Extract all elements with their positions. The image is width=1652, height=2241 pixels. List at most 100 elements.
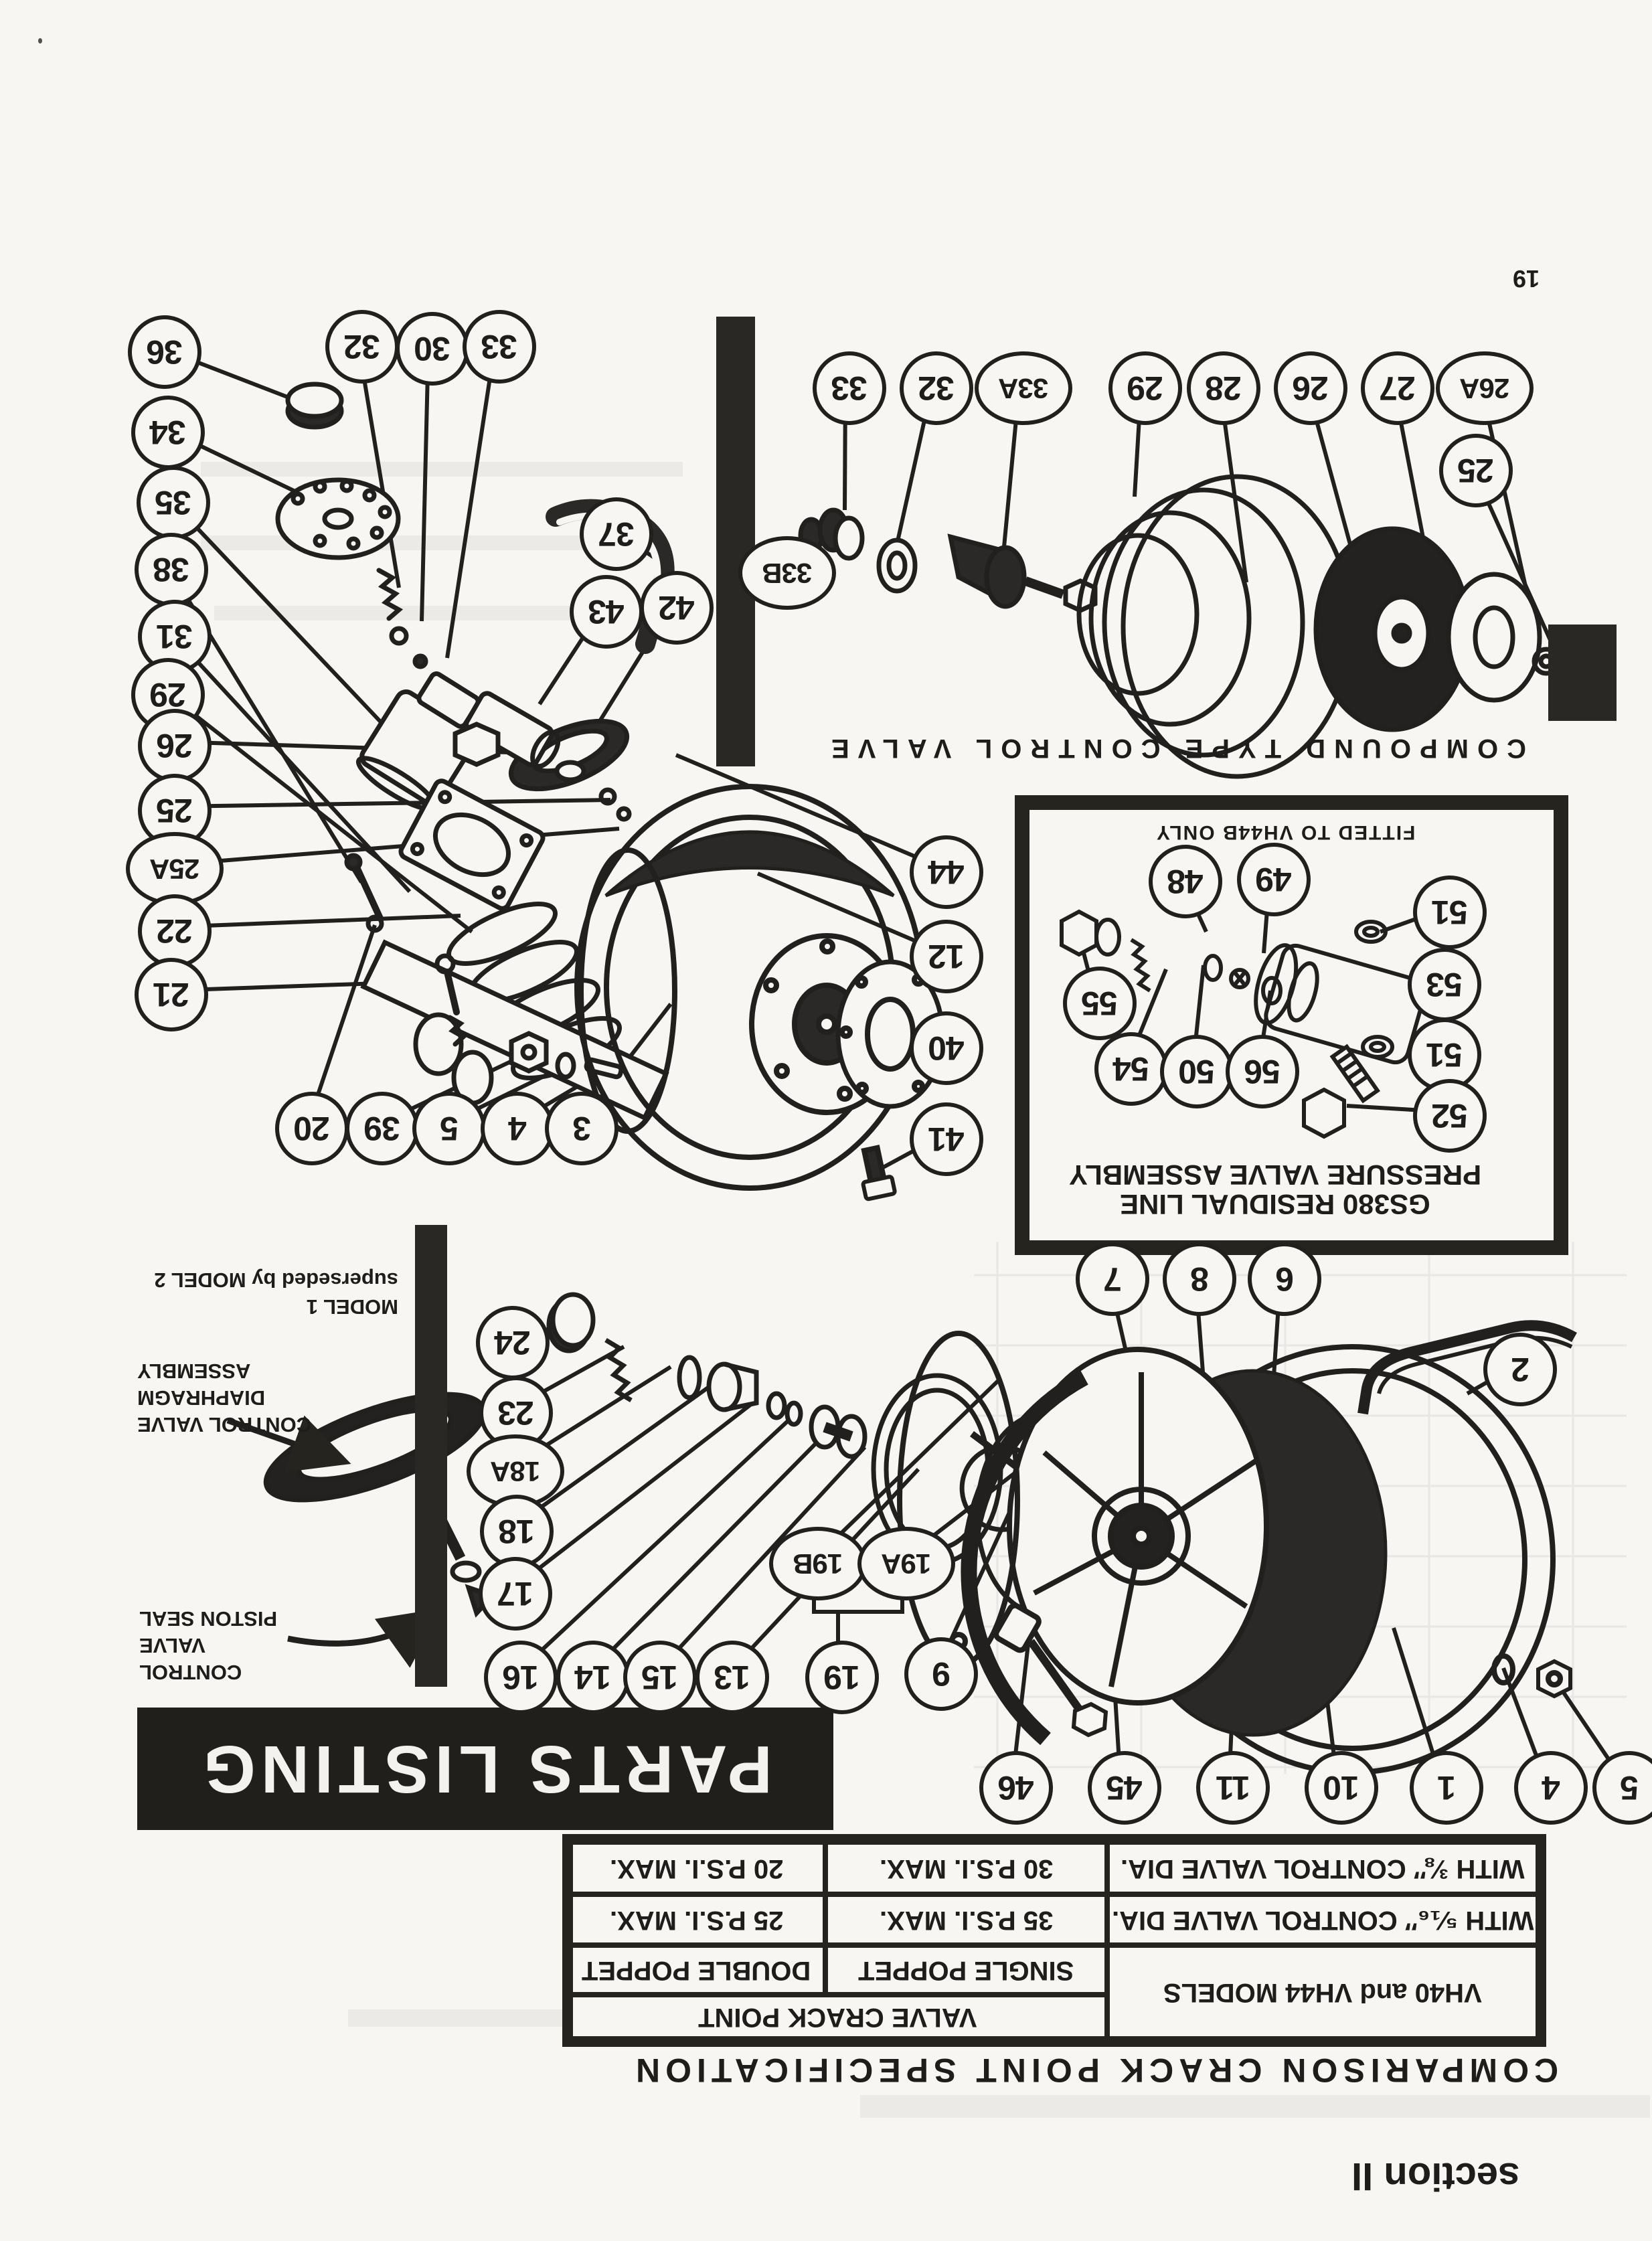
cell-crack-point-header: VALVE CRACK POINT	[568, 1995, 1107, 2039]
parts-listing-banner: PARTS LISTING	[137, 1708, 833, 1830]
callout-servo_assembly-6: 6	[1248, 1242, 1321, 1316]
callout-residual_valve-53: 53	[1408, 948, 1481, 1021]
callout-compound_valve-33B: 33B	[738, 536, 836, 610]
cell-models-header: VH40 and VH44 MODELS	[1107, 1945, 1538, 2039]
callout-control_valve_assembly-33: 33	[463, 310, 536, 384]
scan-speck	[38, 38, 42, 44]
scan-bar-vertical-top	[716, 317, 755, 766]
drawing-compound-valve	[798, 474, 1604, 779]
callout-model1_parts-19: 19	[805, 1641, 879, 1714]
callout-servo_assembly-8: 8	[1163, 1242, 1236, 1316]
cell-single-516: 35 P.S.I. MAX.	[825, 1894, 1107, 1945]
callout-model1_parts-9: 9	[904, 1637, 978, 1711]
callout-residual_valve-48: 48	[1149, 845, 1222, 918]
callout-residual_valve-54: 54	[1094, 1032, 1168, 1106]
compound-valve-title: COMPOUND TYPE CONTROL VALVE	[823, 733, 1527, 763]
gs380-fitted-note: FITTED TO VH44B ONLY	[1155, 821, 1416, 843]
table-border-bottom	[562, 2036, 1546, 2047]
callout-control_valve_assembly-32: 32	[325, 310, 399, 384]
page-number: 19	[1512, 265, 1540, 293]
cell-single-38: 30 P.S.I. MAX.	[825, 1842, 1107, 1894]
callout-servo_assembly-5: 5	[1592, 1751, 1652, 1825]
table-border-left	[562, 1834, 573, 2047]
callout-servo_drum-44: 44	[910, 835, 983, 909]
callout-compound_valve-32: 32	[900, 351, 973, 425]
callout-model1_parts-16: 16	[484, 1641, 558, 1714]
callout-model1_parts-17: 17	[479, 1557, 552, 1631]
section-label: section II	[1351, 2154, 1520, 2198]
callout-control_valve_assembly-35: 35	[137, 466, 210, 540]
callout-control_valve_assembly-4: 4	[481, 1092, 554, 1165]
callout-compound_valve-25: 25	[1439, 434, 1513, 507]
callout-compound_valve-26A: 26A	[1436, 351, 1534, 425]
table-border-top	[562, 1834, 1546, 1845]
callout-residual_valve-52: 52	[1413, 1079, 1487, 1153]
callout-servo_assembly-46: 46	[979, 1751, 1053, 1825]
cell-double-516: 25 P.S.I. MAX.	[568, 1894, 825, 1945]
cell-double-38: 20 P.S.I. MAX.	[568, 1842, 825, 1894]
callout-servo_drum-41: 41	[910, 1102, 983, 1176]
callout-control_valve_assembly-30: 30	[396, 312, 469, 386]
cell-single-poppet: SINGLE POPPET	[825, 1945, 1107, 1995]
callout-control_valve_assembly-38: 38	[135, 533, 208, 606]
callout-servo_assembly-7: 7	[1076, 1242, 1149, 1316]
callout-control_valve_assembly-5: 5	[412, 1092, 486, 1165]
callout-model1_parts-19B: 19B	[769, 1527, 867, 1600]
cell-label-38: WITH ⅜″ CONTROL VALVE DIA.	[1107, 1842, 1538, 1894]
callout-compound_valve-33A: 33A	[975, 351, 1072, 425]
callout-servo_assembly-1: 1	[1410, 1751, 1483, 1825]
callout-model1_parts-23: 23	[479, 1376, 553, 1450]
callout-compound_valve-29: 29	[1108, 351, 1182, 425]
model-superseded-note: MODEL 1 superseded by MODEL 2	[154, 1268, 398, 1319]
callout-servo_assembly-45: 45	[1088, 1751, 1161, 1825]
drawing-servo-drum	[574, 784, 945, 1201]
drawing-residual-valve	[1060, 909, 1427, 1139]
callout-servo_drum-40: 40	[910, 1011, 983, 1085]
callout-19-bracket	[812, 1592, 904, 1641]
callout-model1_parts-13: 13	[695, 1641, 769, 1714]
callout-control_valve_assembly-39: 39	[345, 1092, 419, 1165]
callout-servo_assembly-10: 10	[1305, 1751, 1378, 1825]
callout-compound_valve-26: 26	[1274, 351, 1347, 425]
callout-compound_valve-28: 28	[1187, 351, 1260, 425]
comparison-table-title: COMPARISON CRACK POINT SPECIFICATION	[630, 2052, 1559, 2089]
callout-residual_valve-50: 50	[1160, 1035, 1234, 1108]
callout-control_valve_assembly-34: 34	[131, 396, 205, 469]
callout-control_valve_assembly-37: 37	[580, 497, 653, 571]
callout-residual_valve-49: 49	[1237, 843, 1311, 916]
scan-block-right-edge	[1548, 625, 1617, 721]
callout-model1_parts-15: 15	[623, 1641, 697, 1714]
gs380-title-line1: GS380 RESIDUAL LINE	[1120, 1189, 1430, 1220]
callout-compound_valve-27: 27	[1361, 351, 1434, 425]
callout-servo_assembly-4: 4	[1514, 1751, 1588, 1825]
cell-double-poppet: DOUBLE POPPET	[568, 1945, 825, 1995]
scan-bar-vertical-middle	[415, 1225, 447, 1687]
gs380-title-line2: PRESSURE VALVE ASSEMBLY	[1068, 1159, 1482, 1191]
callout-residual_valve-55: 55	[1063, 967, 1137, 1040]
callout-control_valve_assembly-3: 3	[545, 1092, 618, 1165]
cell-label-516: WITH ⁵⁄₁₆″ CONTROL VALVE DIA.	[1107, 1894, 1538, 1945]
callout-model1_parts-14: 14	[556, 1641, 630, 1714]
callout-residual_valve-56: 56	[1226, 1035, 1299, 1108]
callout-control_valve_assembly-25A: 25A	[126, 832, 224, 906]
callout-control_valve_assembly-26: 26	[138, 709, 212, 782]
piston-seal-note: CONTROL VALVE PISTON SEAL	[139, 1607, 278, 1684]
drawing-servo-assembly	[897, 1320, 1577, 1775]
gs380-box-frame	[1015, 795, 1568, 1255]
callout-model1_parts-19A: 19A	[857, 1527, 955, 1600]
callout-control_valve_assembly-36: 36	[128, 315, 201, 389]
callout-servo_drum-12: 12	[910, 920, 983, 993]
callout-control_valve_assembly-21: 21	[135, 958, 208, 1031]
parts-listing-label: PARTS LISTING	[198, 1732, 772, 1807]
callout-control_valve_assembly-22: 22	[138, 894, 212, 968]
callout-control_valve_assembly-20: 20	[275, 1092, 349, 1165]
callout-control_valve_assembly-43: 43	[570, 575, 643, 649]
callout-model1_parts-24: 24	[476, 1306, 550, 1380]
callout-servo_assembly-11: 11	[1196, 1751, 1270, 1825]
callout-servo_assembly-2: 2	[1483, 1333, 1557, 1406]
callout-control_valve_assembly-42: 42	[640, 571, 714, 645]
callout-compound_valve-33: 33	[813, 351, 886, 425]
callout-residual_valve-51: 51	[1413, 876, 1487, 949]
table-border-right	[1536, 1834, 1546, 2047]
